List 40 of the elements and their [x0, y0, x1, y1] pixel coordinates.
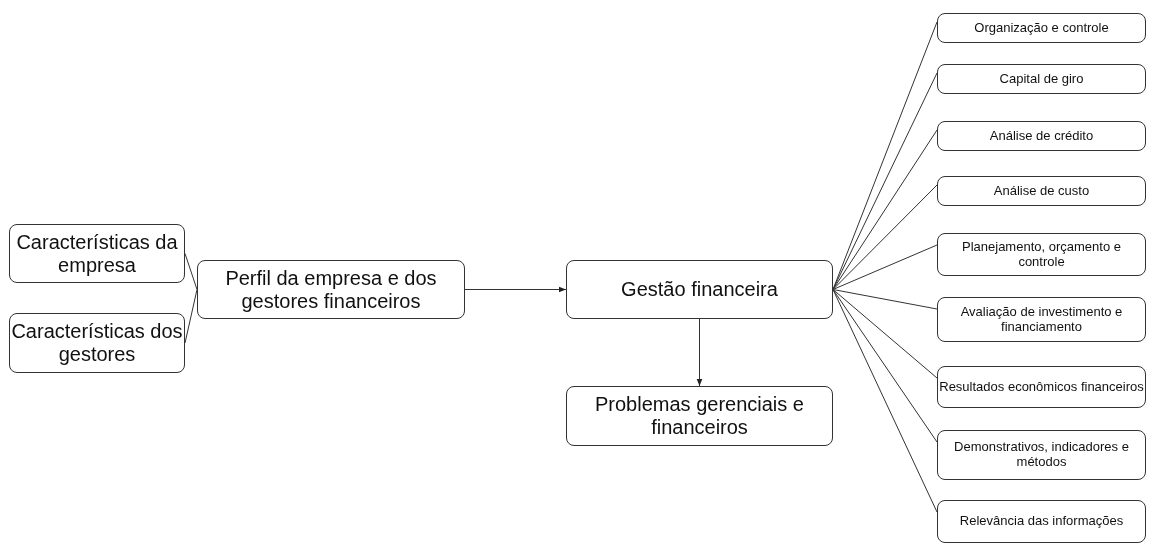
box-label: Capital de giro — [999, 71, 1084, 87]
process-box — [937, 500, 1146, 543]
process-box — [937, 176, 1146, 206]
box-label: Características dos gestores — [10, 320, 184, 366]
process-box — [937, 233, 1146, 276]
process-box — [937, 366, 1146, 408]
connector-line — [184, 289, 198, 344]
arrow — [696, 318, 703, 387]
connector-line — [832, 289, 938, 443]
box-label: Análise de crédito — [989, 128, 1094, 144]
arrow — [464, 286, 567, 293]
box-label: Perfil da empresa e dos gestores financeiros — [224, 266, 438, 313]
box-label: Avaliação de investimento e financiamento — [959, 304, 1124, 335]
process-box — [9, 313, 185, 373]
process-box — [197, 260, 465, 319]
connector-line — [832, 244, 938, 290]
box-label: Gestão financeira — [621, 278, 778, 301]
process-box — [937, 297, 1146, 342]
process-box — [937, 64, 1146, 94]
process-box — [566, 260, 833, 319]
connector-line — [832, 289, 938, 379]
box-label: Planejamento, orçamento e controle — [961, 239, 1122, 270]
connector-line — [832, 289, 938, 310]
box-label: Demonstrativos, indicadores e métodos — [953, 440, 1130, 470]
box-label: Características da empresa — [15, 230, 179, 277]
connector-line — [832, 184, 938, 290]
process-box — [9, 224, 185, 283]
process-box — [937, 430, 1146, 480]
process-box — [937, 121, 1146, 151]
box-label: Resultados econômicos financeiros — [939, 379, 1144, 395]
box-label: Problemas gerenciais e financeiros — [594, 393, 805, 439]
box-label: Organização e controle — [974, 20, 1109, 36]
connector-line — [832, 129, 938, 290]
connector-line — [184, 253, 198, 290]
connector-line — [832, 72, 938, 290]
process-box — [566, 386, 833, 446]
box-label: Análise de custo — [993, 183, 1090, 199]
connector-line — [832, 289, 938, 513]
process-box — [937, 13, 1146, 43]
box-label: Relevância das informações — [959, 514, 1124, 529]
